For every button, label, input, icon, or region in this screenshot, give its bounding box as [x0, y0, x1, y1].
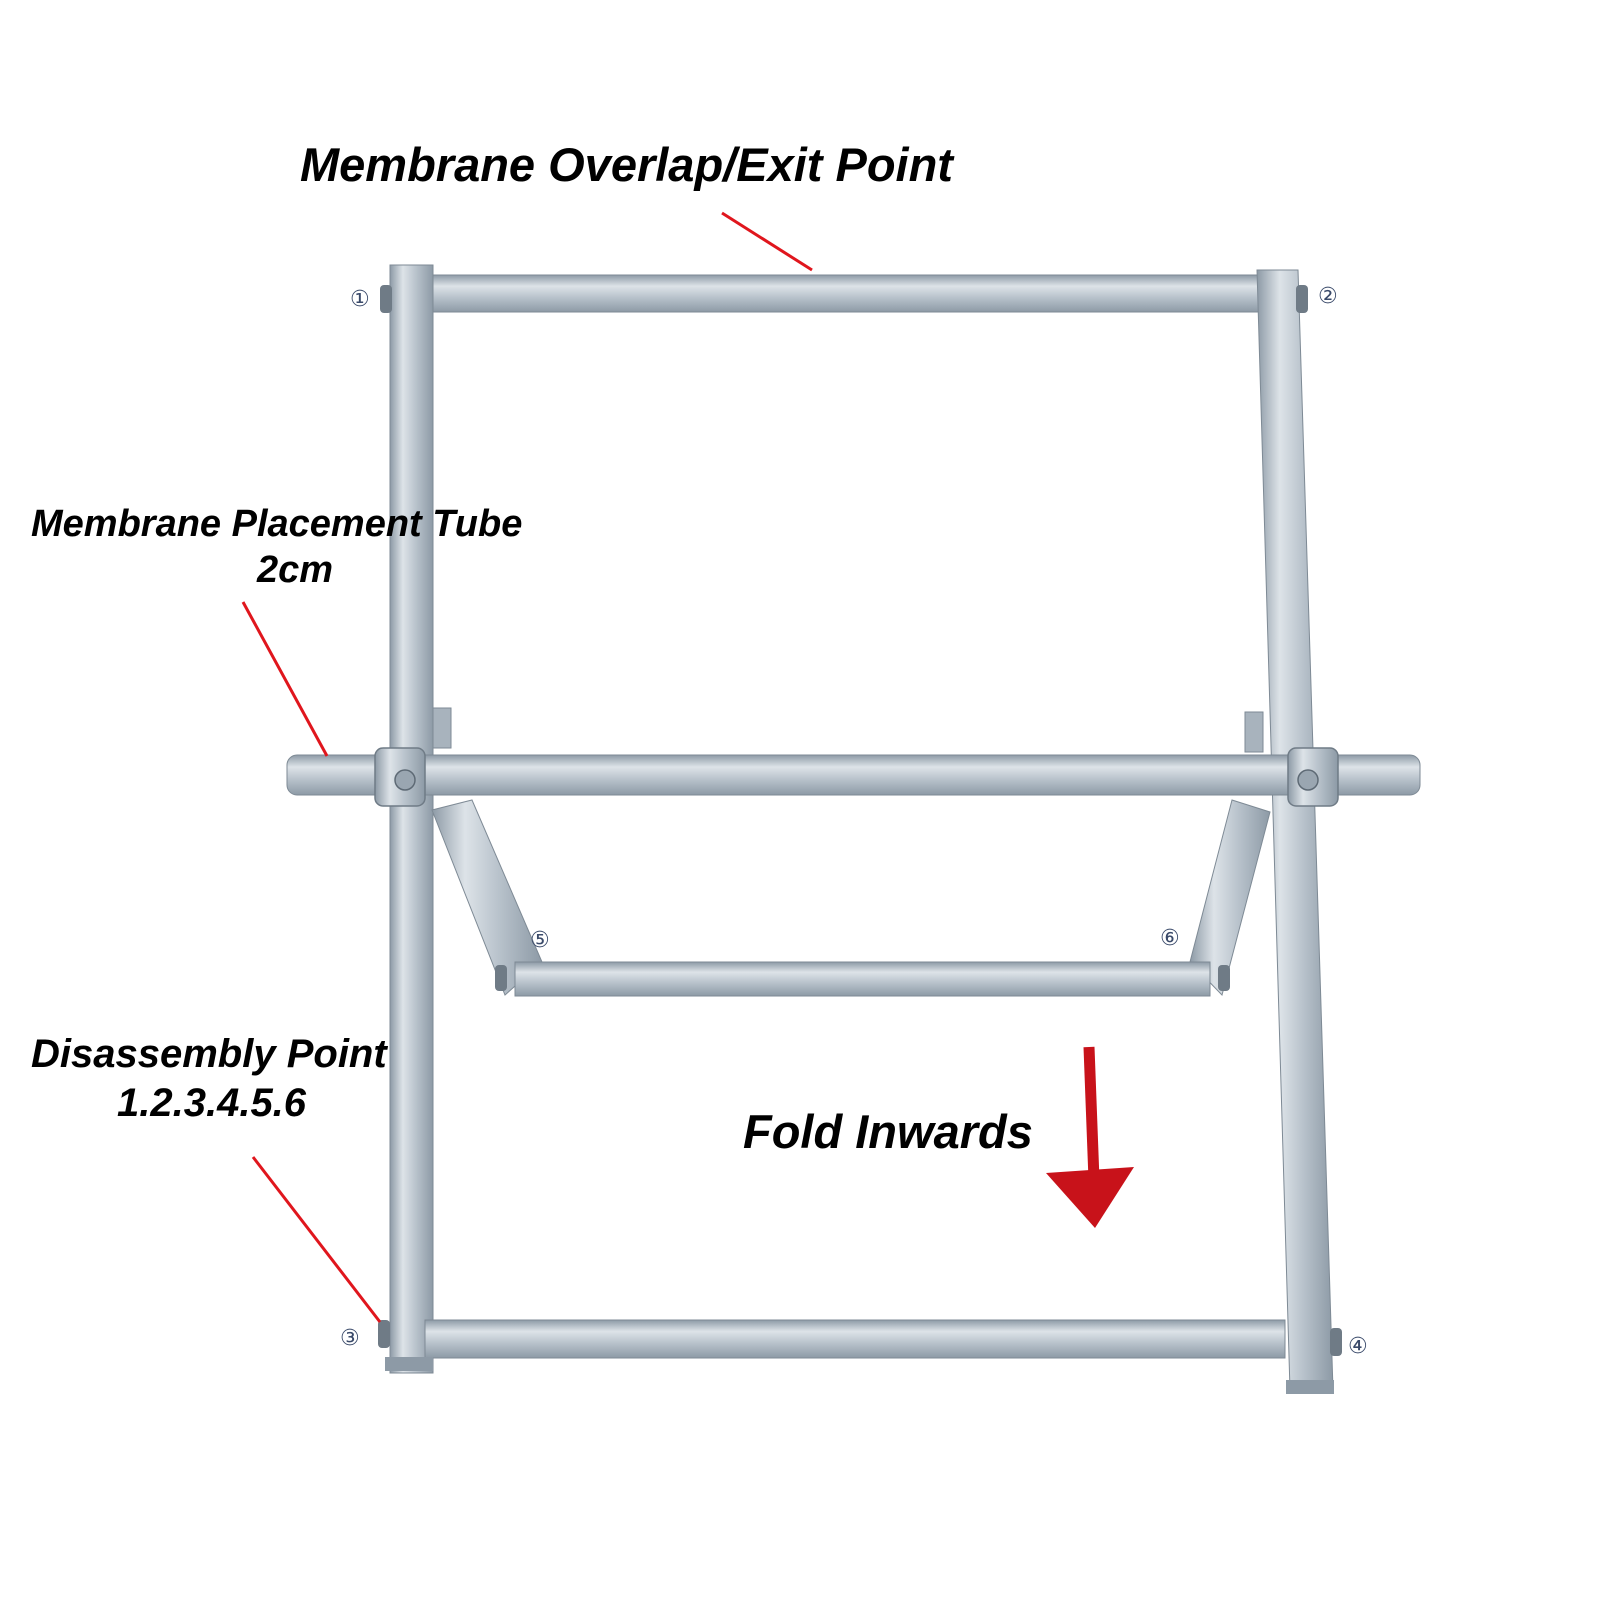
left-foot [385, 1357, 433, 1371]
point-number-4: ④ [1348, 1334, 1368, 1359]
disassembly-leader-line [251, 1156, 382, 1323]
fold-frame-right-arm [1189, 799, 1271, 996]
right-bracket [1244, 711, 1264, 753]
joint-2 [1296, 285, 1308, 313]
joint-4 [1330, 1328, 1342, 1356]
disassembly-label-line1: Disassembly Point [31, 1032, 387, 1076]
point-number-6: ⑥ [1160, 926, 1180, 951]
joint-5 [495, 965, 507, 991]
exit-point-label: Membrane Overlap/Exit Point [300, 138, 953, 191]
left-bracket [432, 707, 452, 749]
right-leg [1256, 269, 1334, 1391]
right-clamp-bolt [1297, 769, 1319, 791]
placement-tube-label-line2: 2cm [257, 549, 334, 591]
exit-point-leader-line [721, 211, 813, 272]
top-bar [424, 274, 1264, 313]
joint-1 [380, 285, 392, 313]
placement-tube-label-line1: Membrane Placement Tube [31, 503, 523, 545]
fold-arrow-head [1046, 1167, 1134, 1228]
point-number-3: ③ [340, 1326, 360, 1351]
placement-tube-leader-line [241, 601, 329, 757]
fold-inwards-label: Fold Inwards [743, 1105, 1033, 1158]
point-number-5: ⑤ [530, 928, 550, 953]
disassembly-label-line2: 1.2.3.4.5.6 [117, 1081, 307, 1125]
fold-frame-bottom-bar [514, 961, 1211, 997]
left-clamp-bolt [394, 769, 416, 791]
joint-3 [378, 1320, 390, 1348]
point-number-2: ② [1318, 284, 1338, 309]
bottom-bar [424, 1319, 1286, 1359]
point-number-1: ① [350, 287, 370, 312]
left-leg [389, 264, 434, 1374]
membrane-placement-tube [286, 754, 1421, 796]
joint-6 [1218, 965, 1230, 991]
right-foot [1286, 1380, 1334, 1394]
fold-arrow-shaft [1083, 1046, 1100, 1181]
